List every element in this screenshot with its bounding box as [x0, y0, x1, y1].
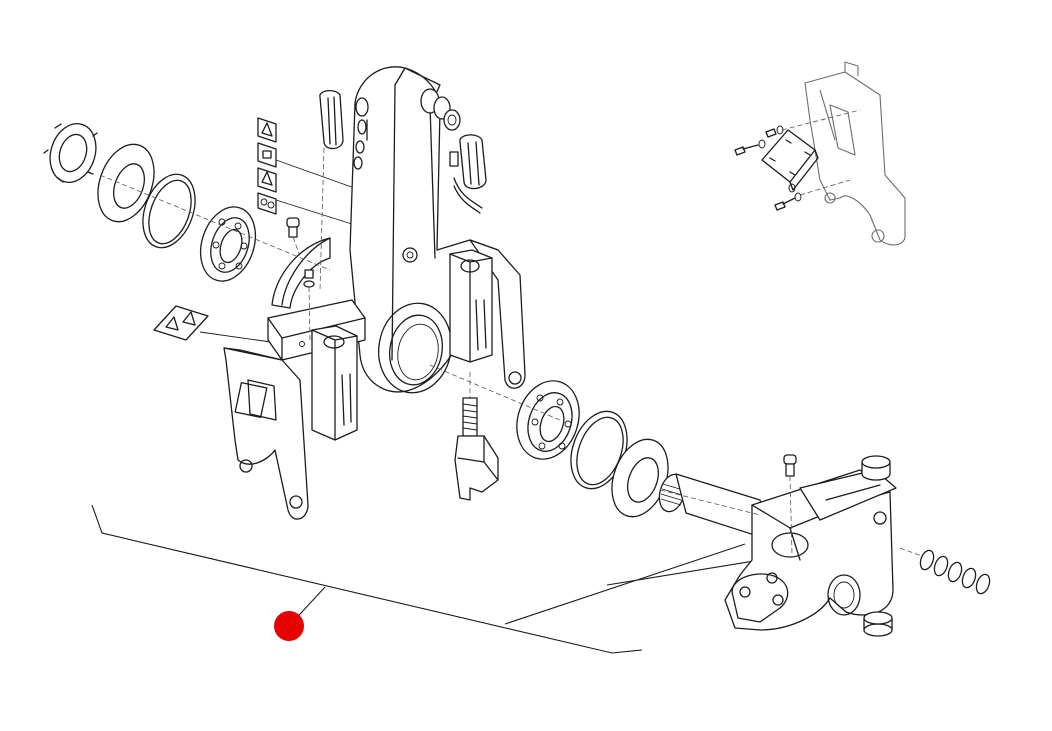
small-bolt-center [303, 269, 315, 341]
grease-nipple-lower [783, 454, 797, 556]
grease-nipple-upper [286, 217, 306, 271]
handle-right [449, 134, 487, 214]
o-ring-left [142, 173, 196, 249]
red-marker-dot[interactable] [274, 611, 304, 641]
cover-screws [734, 109, 861, 211]
thrust-washer-lower [611, 438, 669, 518]
lower-bearing [516, 380, 580, 460]
assembly-axes [99, 147, 761, 516]
axle-spindle [658, 469, 897, 631]
arm-top-pin [420, 88, 461, 131]
thrust-washer [97, 143, 155, 223]
handle-left [319, 90, 344, 150]
bushing-top [861, 455, 891, 481]
arm-right-bracket [449, 239, 526, 389]
adjuster-screw [454, 372, 499, 501]
warning-decals [257, 117, 361, 226]
upper-bearing [199, 206, 257, 282]
reference-bracket-ghost [804, 61, 906, 246]
assembly-leader-lines [91, 504, 786, 654]
lock-nut [43, 123, 98, 183]
seal-rings [899, 547, 991, 595]
bushing-bottom [863, 611, 893, 637]
cover-plate [761, 129, 819, 191]
shield-plate [271, 237, 331, 309]
lower-left-housing [223, 299, 366, 520]
